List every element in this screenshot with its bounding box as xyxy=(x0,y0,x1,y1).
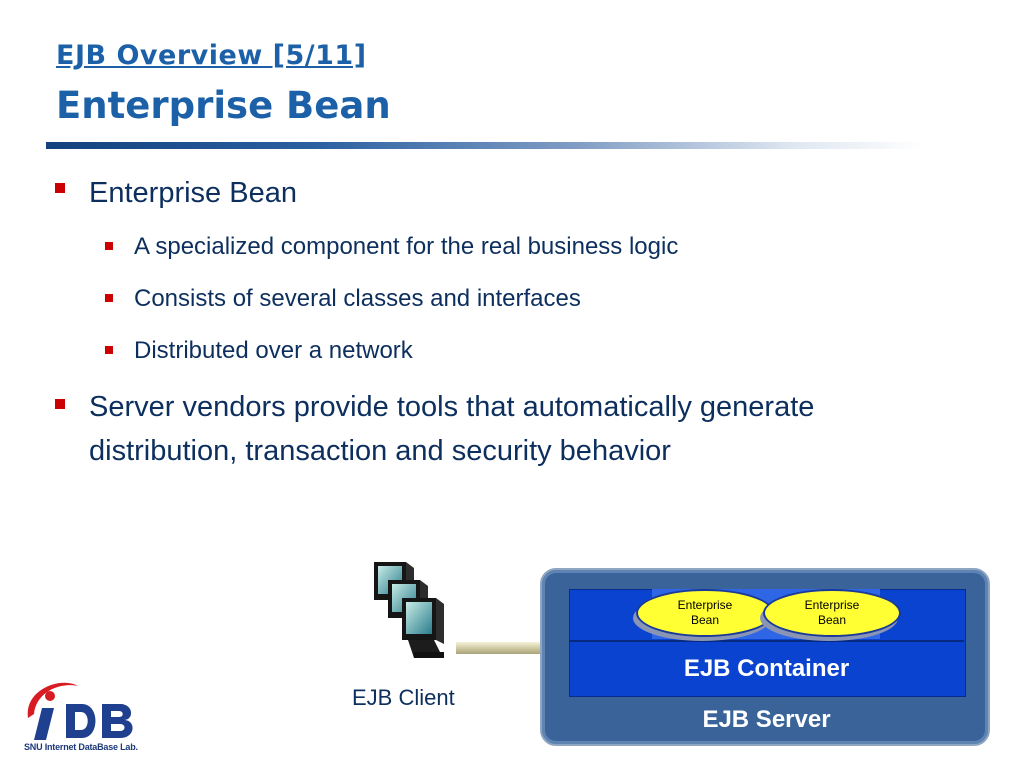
container-divider xyxy=(569,640,964,642)
container-label: EJB Container xyxy=(683,655,850,682)
slide-title: Enterprise Bean xyxy=(56,84,391,127)
bullet-marker xyxy=(55,399,65,409)
enterprise-bean-1: Enterprise Bean xyxy=(636,589,774,637)
bullet-marker xyxy=(55,183,65,193)
client-label: EJB Client xyxy=(352,685,455,710)
sub-bullet-item: A specialized component for the real bus… xyxy=(134,233,679,260)
bean-label-line: Bean xyxy=(690,613,719,627)
enterprise-bean-2: Enterprise Bean xyxy=(763,589,901,637)
bean-label-line: Enterprise xyxy=(677,598,733,612)
sub-bullet-item: Consists of several classes and interfac… xyxy=(134,285,581,312)
server-label: EJB Server xyxy=(702,706,831,733)
sub-bullet-marker xyxy=(105,346,113,354)
client-server-connector xyxy=(456,642,542,654)
sub-bullet-marker xyxy=(105,294,113,302)
computer-icon xyxy=(402,598,444,658)
sub-bullet-marker xyxy=(105,242,113,250)
bean-label-line: Enterprise xyxy=(804,598,860,612)
computer-cluster-icon xyxy=(374,562,444,658)
idb-logo xyxy=(27,682,133,740)
bullet-item-continuation: distribution, transaction and security b… xyxy=(89,435,671,467)
bullet-item: Enterprise Bean xyxy=(89,177,297,209)
title-divider xyxy=(46,142,926,149)
logo-subtitle: SNU Internet DataBase Lab. xyxy=(24,742,138,752)
slide-subtitle: EJB Overview [5/11] xyxy=(56,40,367,71)
bullet-item: Server vendors provide tools that automa… xyxy=(89,391,815,423)
sub-bullet-item: Distributed over a network xyxy=(134,337,413,364)
bean-label-line: Bean xyxy=(817,613,846,627)
